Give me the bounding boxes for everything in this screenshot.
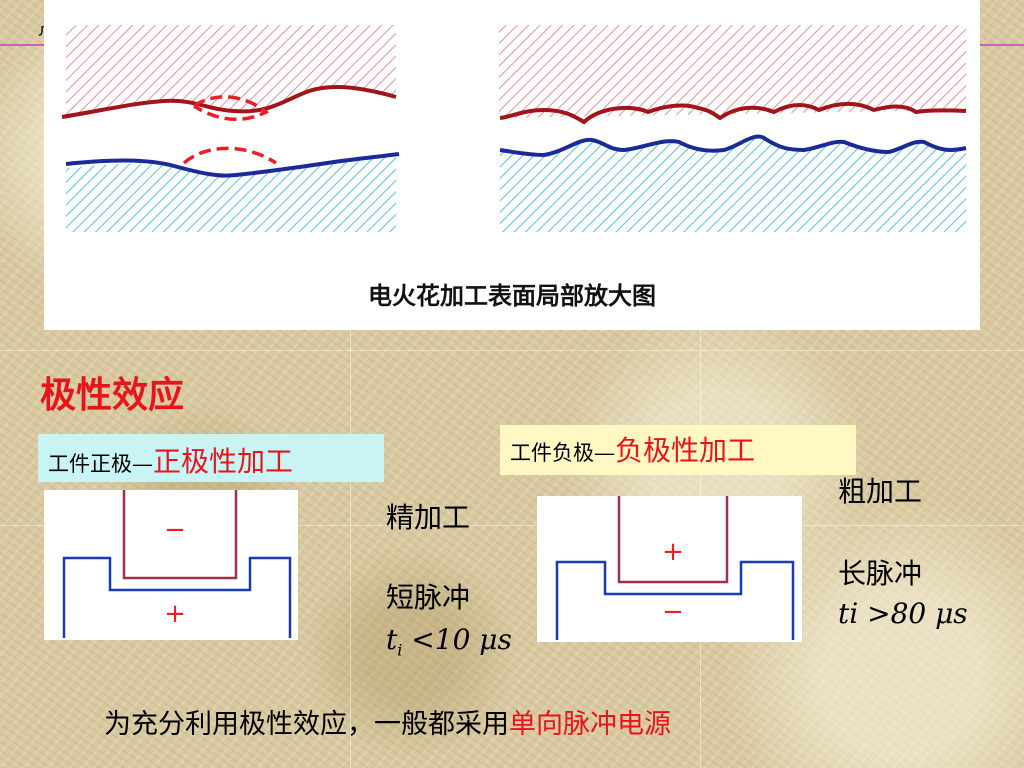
workpiece-sign: + [164, 599, 186, 629]
positive-polarity-diagram: − + [44, 490, 298, 640]
negative-pulse-note: 长脉冲 [838, 557, 923, 590]
workpiece-sign: − [662, 597, 684, 627]
conclusion-main: 为充分利用极性效应，一般都采用 [104, 709, 509, 740]
tool-electrode [617, 496, 729, 584]
upper-electrode-hatch [66, 25, 396, 118]
discharge-crater-lower [182, 146, 277, 165]
negative-time-note: ti >80 μs [838, 597, 968, 630]
multi-crater-panel [499, 25, 967, 232]
positive-label-key: 工件正极— [48, 452, 153, 476]
workpiece-outline [62, 556, 292, 638]
conclusion-text: 为充分利用极性效应，一般都采用单向脉冲电源 [104, 702, 671, 741]
lower-surface-line [499, 134, 967, 158]
positive-polarity-label: 工件正极—正极性加工 [38, 434, 384, 482]
negative-polarity-label: 工件负极—负极性加工 [500, 425, 856, 475]
negative-label-value: 负极性加工 [615, 434, 756, 467]
grid-line [0, 525, 1024, 526]
lower-surface-line [65, 152, 400, 178]
negative-label-key: 工件负极— [510, 441, 615, 465]
single-discharge-panel [61, 25, 400, 232]
upper-surface-line [499, 102, 967, 125]
workpiece-outline [555, 560, 795, 640]
tool-electrode [122, 490, 238, 580]
tool-sign: − [164, 515, 186, 545]
conclusion-highlight: 单向脉冲电源 [509, 709, 671, 740]
positive-pulse-note: 短脉冲 [386, 581, 471, 614]
positive-finish-note: 精加工 [386, 501, 471, 534]
title-rule-left [0, 44, 44, 46]
lower-electrode-hatch [500, 136, 966, 232]
grid-line [700, 0, 701, 768]
grid-line [350, 0, 351, 768]
section-title: 极性效应 [40, 375, 185, 416]
upper-surface-line [61, 85, 397, 119]
electrode-sketch: + − [555, 496, 795, 640]
time-symbol: t [386, 623, 398, 656]
positive-time-note: ti <10 μs [386, 626, 512, 659]
discharge-crater-upper [192, 95, 270, 122]
tool-sign: + [662, 537, 684, 567]
grid-line [0, 350, 1024, 351]
lower-electrode-hatch [66, 156, 396, 232]
electrode-sketch: − + [62, 490, 292, 638]
negative-polarity-diagram: + − [537, 496, 802, 642]
positive-label-value: 正极性加工 [153, 445, 294, 478]
corner-glyph: л [38, 20, 50, 41]
upper-electrode-hatch [499, 25, 966, 118]
figure-caption: 电火花加工表面局部放大图 [368, 282, 656, 310]
surface-magnified-figure: 电火花加工表面局部放大图 [44, 0, 980, 330]
time-subscript: i [397, 640, 403, 660]
surface-diagram [61, 25, 967, 232]
negative-finish-note: 粗加工 [838, 475, 923, 508]
time-value: <10 μs [402, 623, 512, 656]
title-rule-right [980, 44, 1024, 46]
